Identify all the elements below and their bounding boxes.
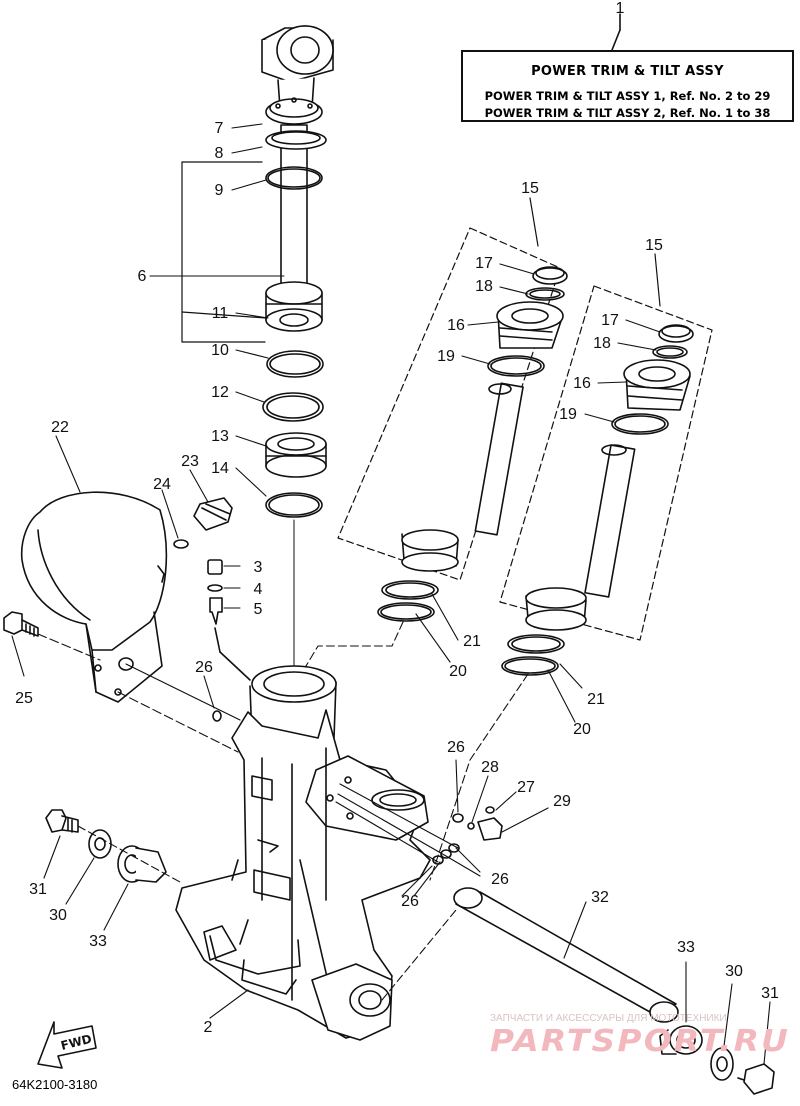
callout-26-b: 26: [447, 739, 465, 756]
callout-18-a: 18: [475, 278, 493, 295]
callout-17-b: 17: [601, 312, 619, 329]
pivot-pin-32: [381, 887, 679, 1023]
callout-20-a: 20: [449, 663, 467, 680]
watermark-line1: ЗАПЧАСТИ И АКСЕССУАРЫ ДЛЯ МОТОТЕХНИКИ: [490, 1013, 727, 1024]
callout-26-d: 26: [401, 893, 419, 910]
callout-16-a: 16: [447, 317, 465, 334]
callout-12: 12: [211, 384, 229, 401]
callout-33-b: 33: [677, 939, 695, 956]
callout-20-b: 20: [573, 721, 591, 738]
leader-lines: [11, 123, 771, 1065]
piston-13: [265, 432, 327, 478]
fwd-arrow-icon: [37, 1021, 97, 1069]
callout-19-b: 19: [559, 406, 577, 423]
small-parts: [173, 497, 251, 722]
title-line-1: POWER TRIM & TILT ASSY 1, Ref. No. 2 to …: [484, 89, 771, 103]
guard-22: [20, 491, 168, 703]
callout-18-b: 18: [593, 335, 611, 352]
callout-15-a: 15: [521, 180, 539, 197]
plugs-26-29: [335, 783, 503, 865]
tilt-rod-assembly: [261, 25, 334, 332]
title-line-2: POWER TRIM & TILT ASSY 2, Ref. No. 1 to …: [484, 106, 771, 120]
route-a: [299, 621, 404, 677]
callout-33-a: 33: [89, 933, 107, 950]
callout-21-a: 21: [463, 633, 481, 650]
o-ring-9: [265, 166, 323, 190]
washer-30-right: [710, 1047, 734, 1081]
callout-5: 5: [254, 601, 263, 618]
callout-7: 7: [215, 120, 224, 137]
callout-15-b: 15: [645, 237, 663, 254]
callout-27: 27: [517, 779, 535, 796]
diagram-code: 64K2100-3180: [12, 1077, 98, 1092]
callout-31-b: 31: [761, 985, 779, 1002]
callout-28: 28: [481, 759, 499, 776]
bolt-31-left: [45, 809, 79, 833]
callout-6: 6: [138, 268, 147, 285]
bolt-31-right: [737, 1063, 775, 1095]
bolt-25: [3, 611, 39, 637]
group-box-15a: [337, 227, 561, 581]
watermark-line2: PARTSPORT.RU: [490, 1024, 790, 1059]
callout-4: 4: [254, 581, 263, 598]
callout-25: 25: [15, 690, 33, 707]
callout-23: 23: [181, 453, 199, 470]
callout-19-a: 19: [437, 348, 455, 365]
bracket-6: [181, 161, 266, 343]
group-box-15b: [499, 285, 713, 641]
callout-1: 1: [616, 0, 625, 17]
callout-17-a: 17: [475, 255, 493, 272]
callout-labels: 1 7 8 9 6 11 10 12 13 14 23 24 22 3 4 5 …: [15, 0, 779, 1036]
callout-3: 3: [254, 559, 263, 576]
callout-2: 2: [204, 1019, 213, 1036]
callout-22: 22: [51, 419, 69, 436]
callout-14: 14: [211, 460, 229, 477]
seal-8: [265, 130, 327, 150]
seal-8-inner: [271, 131, 321, 145]
route-b: [429, 673, 529, 881]
callout-26-c: 26: [491, 871, 509, 888]
callout-11: 11: [212, 305, 229, 322]
callout-26-a: 26: [195, 659, 213, 676]
callout-29: 29: [553, 793, 571, 810]
callout-30-b: 30: [725, 963, 743, 980]
cylinder-group-b: [501, 324, 694, 676]
main-housing-2: [175, 665, 431, 1041]
cylinder-group-a: [377, 266, 568, 622]
callout-10: 10: [211, 342, 229, 359]
backup-ring-12: [262, 392, 324, 422]
o-ring-10: [266, 350, 324, 378]
callout-13: 13: [211, 428, 229, 445]
callout-30-a: 30: [49, 907, 67, 924]
callout-32: 32: [591, 889, 609, 906]
o-ring-9-inner: [267, 168, 321, 188]
title-heading: POWER TRIM & TILT ASSY: [531, 64, 724, 79]
callout-9: 9: [215, 182, 224, 199]
o-ring-14: [265, 492, 323, 518]
callout-16-b: 16: [573, 375, 591, 392]
title-box: POWER TRIM & TILT ASSY POWER TRIM & TILT…: [461, 50, 794, 122]
callout-24: 24: [153, 476, 171, 493]
callout-31-a: 31: [29, 881, 47, 898]
bushing-33-left: [117, 845, 167, 883]
bushing-33-right: [659, 1025, 703, 1055]
callout-21-b: 21: [587, 691, 605, 708]
leader-1b: [611, 29, 621, 51]
callout-8: 8: [215, 145, 224, 162]
